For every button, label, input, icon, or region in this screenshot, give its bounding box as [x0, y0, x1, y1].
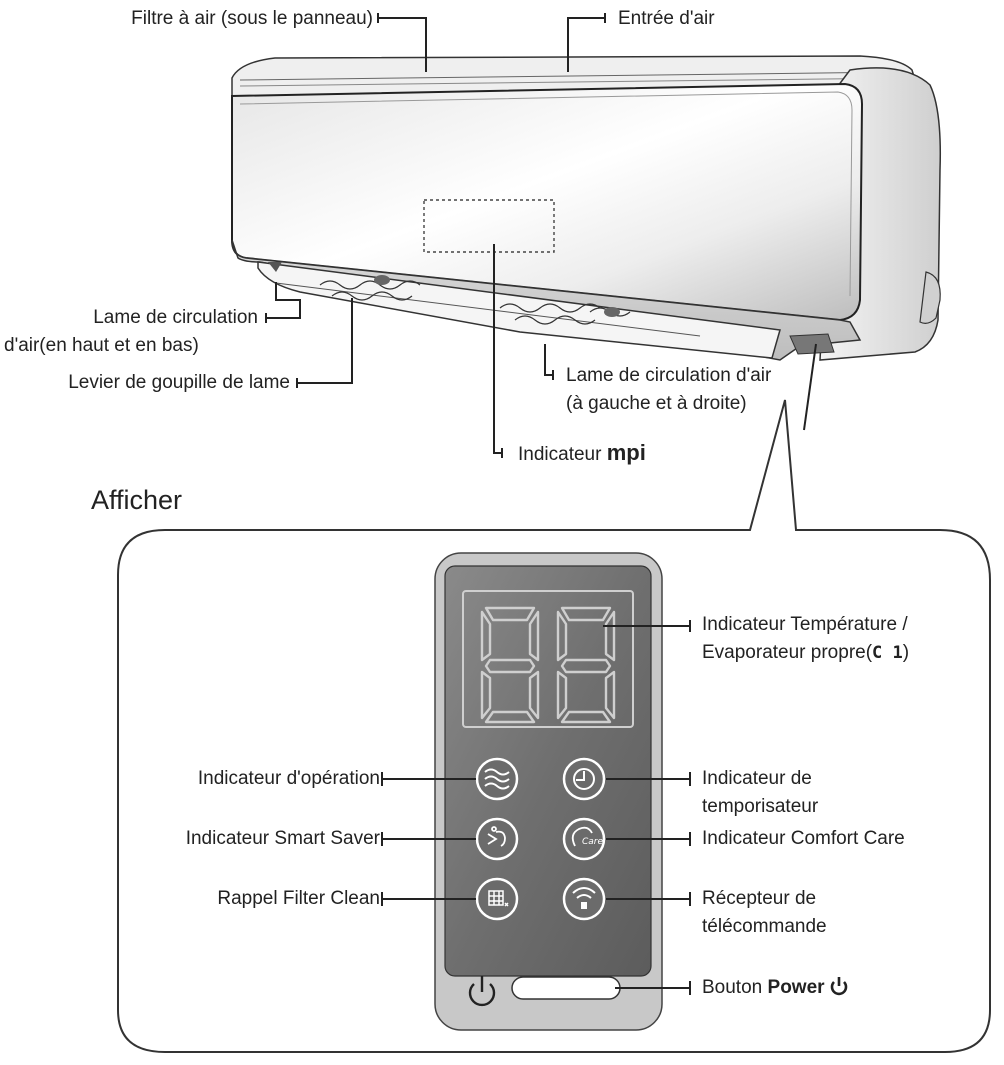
label-temperature-line2: Evaporateur propre(C 1) [702, 641, 909, 665]
label-comfort-care: Indicateur Comfort Care [702, 828, 905, 849]
remote-receiver-icon [572, 887, 596, 909]
label-air-intake: Entrée d'air [618, 8, 715, 29]
mpi-bold: mpi [606, 440, 646, 465]
label-air-filter: Filtre à air (sous le panneau) [131, 8, 373, 29]
care-icon-text: Care [582, 837, 603, 847]
mpi-prefix: Indicateur [518, 444, 602, 465]
label-smart-saver: Indicateur Smart Saver [185, 828, 380, 849]
label-timer-line2: temporisateur [702, 796, 819, 817]
timer-icon [573, 768, 595, 790]
label-blade-leftright-line2: (à gauche et à droite) [566, 393, 747, 414]
label-blade-updown-line2: d'air(en haut et en bas) [4, 335, 199, 356]
indoor-unit [231, 55, 942, 361]
display-title: Afficher [91, 485, 183, 515]
label-temperature-line1: Indicateur Température / [702, 614, 908, 635]
power-symbol-icon [468, 976, 496, 1007]
power-button[interactable] [511, 976, 621, 1000]
operation-icon [484, 768, 510, 790]
power-label-icon [830, 977, 848, 996]
label-blade-leftright-line1: Lame de circulation d'air [566, 365, 772, 386]
label-blade-pin-lever: Levier de goupille de lame [68, 372, 290, 393]
label-operation-indicator: Indicateur d'opération [197, 768, 380, 789]
unit-leader-lines [265, 13, 817, 458]
display-panel [434, 552, 663, 1031]
label-remote-line1: Récepteur de [702, 888, 817, 909]
filter-clean-icon [488, 890, 509, 907]
temperature-line2-end: ) [902, 642, 910, 663]
label-remote-line2: télécommande [702, 916, 827, 937]
power-prefix: Bouton [702, 977, 763, 998]
display-leader-lines [381, 620, 691, 995]
evaporator-code: C 1 [872, 643, 903, 663]
label-timer-line1: Indicateur de [702, 768, 812, 789]
label-filter-clean: Rappel Filter Clean [217, 888, 380, 909]
smart-saver-icon [487, 826, 506, 847]
label-mpi-indicator: Indicateur mpi [518, 441, 646, 467]
comfort-care-icon [571, 826, 593, 847]
power-bold: Power [767, 977, 825, 998]
temperature-line2-text: Evaporateur propre( [702, 642, 873, 663]
label-power-button: Bouton Power [702, 976, 848, 1000]
label-blade-updown-line1: Lame de circulation [93, 307, 258, 328]
